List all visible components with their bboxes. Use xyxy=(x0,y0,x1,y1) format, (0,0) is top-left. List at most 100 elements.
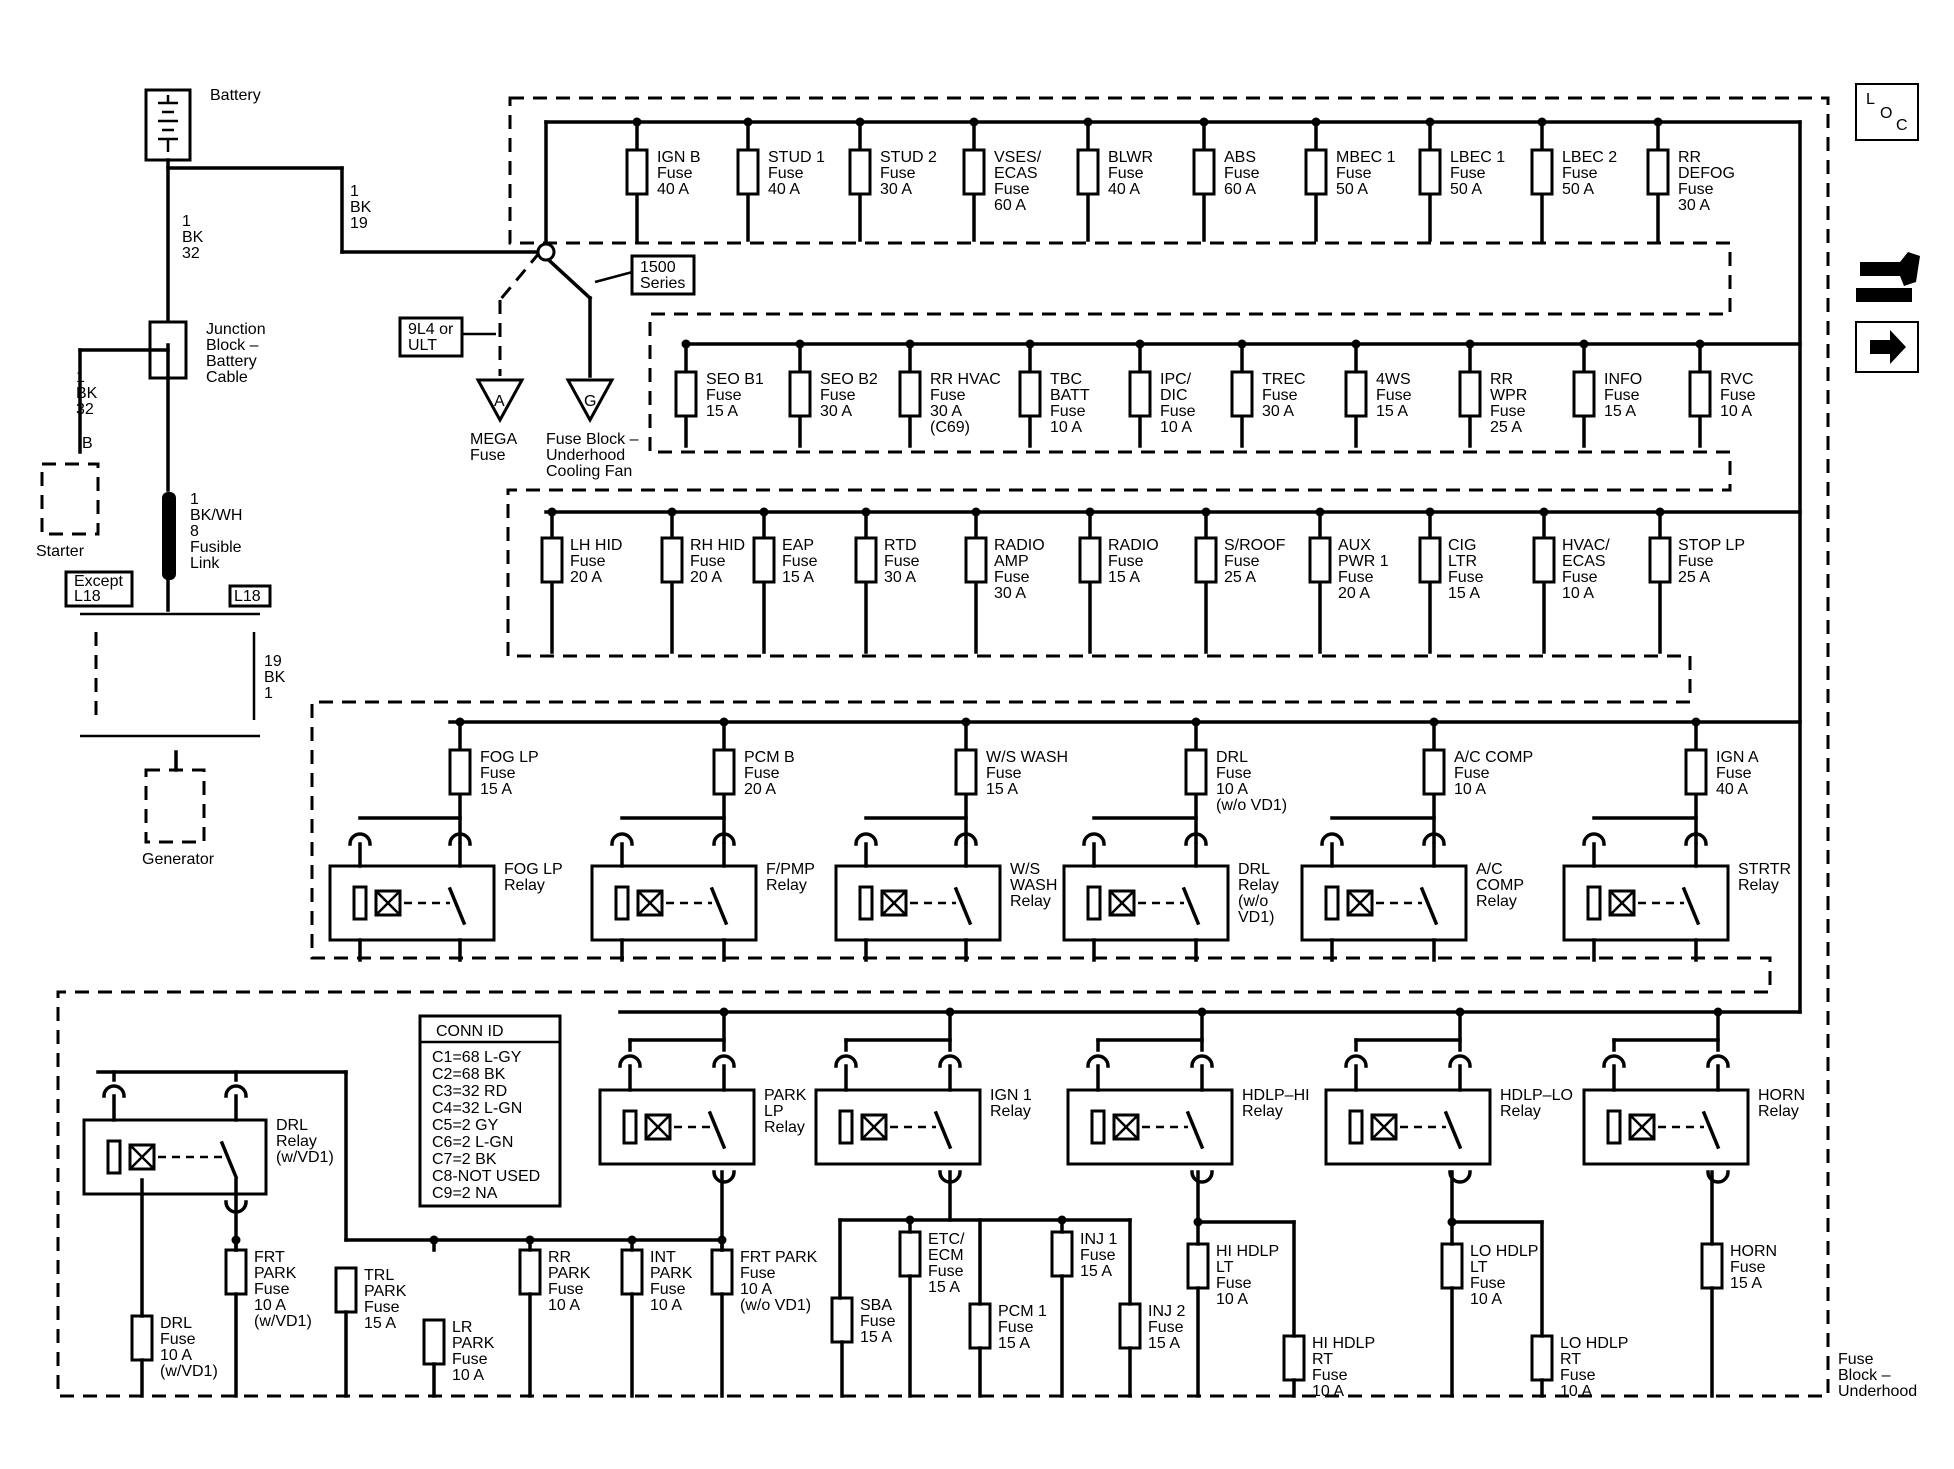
loc-letter: O xyxy=(1880,105,1892,122)
l18-label: L18 xyxy=(234,588,261,605)
splice-dot xyxy=(719,1007,729,1017)
relay-output-terminal xyxy=(712,1170,736,1184)
except-l18-tag xyxy=(64,570,134,608)
splice-dot xyxy=(1315,507,1325,517)
relay-fuse-2 xyxy=(954,748,978,796)
terminal xyxy=(1448,1054,1472,1068)
terminal xyxy=(348,832,372,846)
fuse-row2-4 xyxy=(1128,370,1152,418)
fuse-row1-6 xyxy=(1304,148,1328,196)
loc-letter: C xyxy=(1896,117,1908,134)
splice-dot xyxy=(905,1215,915,1225)
bottom-fuse-10 xyxy=(1050,1230,1074,1278)
relay-resistor xyxy=(1324,885,1340,921)
splice-dot xyxy=(961,717,971,727)
terminal xyxy=(1684,832,1708,846)
fuse-row3-5 xyxy=(1078,536,1102,584)
bottom-fuse-14 xyxy=(1440,1242,1464,1290)
relay-switch xyxy=(219,1140,239,1180)
arrow-shape xyxy=(1870,330,1906,364)
splice-dot xyxy=(1537,117,1547,127)
relay-fuse-0 xyxy=(448,748,472,796)
bottom-fuse-1 xyxy=(224,1248,248,1296)
relay-switch xyxy=(953,886,973,926)
splice-dot xyxy=(681,339,691,349)
relay-output-terminal xyxy=(1190,1170,1214,1184)
bottom-fuse-5 xyxy=(620,1248,644,1296)
fuse-row2-2 xyxy=(898,370,922,418)
bottom-fuse-3 xyxy=(422,1318,446,1366)
fuse-row2-7 xyxy=(1458,370,1482,418)
fuse-row3-10 xyxy=(1648,536,1672,584)
arrow-right-icon[interactable] xyxy=(1855,321,1919,373)
fuse-row3-9 xyxy=(1532,536,1556,584)
loc-icon[interactable]: LOC xyxy=(1866,91,1908,134)
l18-tag xyxy=(228,584,272,608)
bottom-fuse-7 xyxy=(830,1296,854,1344)
coil-x xyxy=(375,890,401,916)
bottom-fuse-0 xyxy=(130,1314,154,1362)
fuse-row1-4 xyxy=(1076,148,1100,196)
coil-x xyxy=(1347,890,1373,916)
splice-dot xyxy=(1465,339,1475,349)
splice-dot xyxy=(1455,1007,1465,1017)
fuse-row1-8 xyxy=(1530,148,1554,196)
splice-dot xyxy=(1713,1007,1723,1017)
fuse-row3-4 xyxy=(964,536,988,584)
fuse-row3-8 xyxy=(1418,536,1442,584)
terminal xyxy=(224,1084,248,1098)
splice-dot xyxy=(429,1235,439,1245)
fuse-row1-5 xyxy=(1192,148,1216,196)
splice-dot xyxy=(1057,1215,1067,1225)
relay-fuse-4 xyxy=(1422,748,1446,796)
bottom-fuse-9 xyxy=(968,1302,992,1350)
battery-label: Battery xyxy=(210,87,261,104)
relay-resistor xyxy=(838,1109,854,1145)
static-wiring xyxy=(40,83,1919,1398)
relay-resistor xyxy=(1348,1109,1364,1145)
coil-x xyxy=(861,1114,887,1140)
relay-resistor xyxy=(1606,1109,1622,1145)
bottom-fuse-8 xyxy=(898,1230,922,1278)
conn-id-title: CONN ID xyxy=(436,1023,504,1040)
bottom-fuse-13 xyxy=(1282,1334,1306,1382)
splice-dot xyxy=(795,339,805,349)
connector-nav-icon[interactable] xyxy=(1856,252,1920,302)
splice-dot xyxy=(971,507,981,517)
coil-x xyxy=(1371,1114,1397,1140)
terminal xyxy=(938,1054,962,1068)
fuse-row2-5 xyxy=(1230,370,1254,418)
terminal xyxy=(618,1054,642,1068)
fuse-row3-7 xyxy=(1308,536,1332,584)
relay-switch xyxy=(1443,1110,1463,1150)
relay-resistor xyxy=(1586,885,1602,921)
fuse-row2-1 xyxy=(788,370,812,418)
relay-resistor xyxy=(106,1139,122,1175)
relay-resistor xyxy=(1086,885,1102,921)
bottom-fuse-15 xyxy=(1530,1334,1554,1382)
bottom-fuse-6 xyxy=(710,1248,734,1296)
